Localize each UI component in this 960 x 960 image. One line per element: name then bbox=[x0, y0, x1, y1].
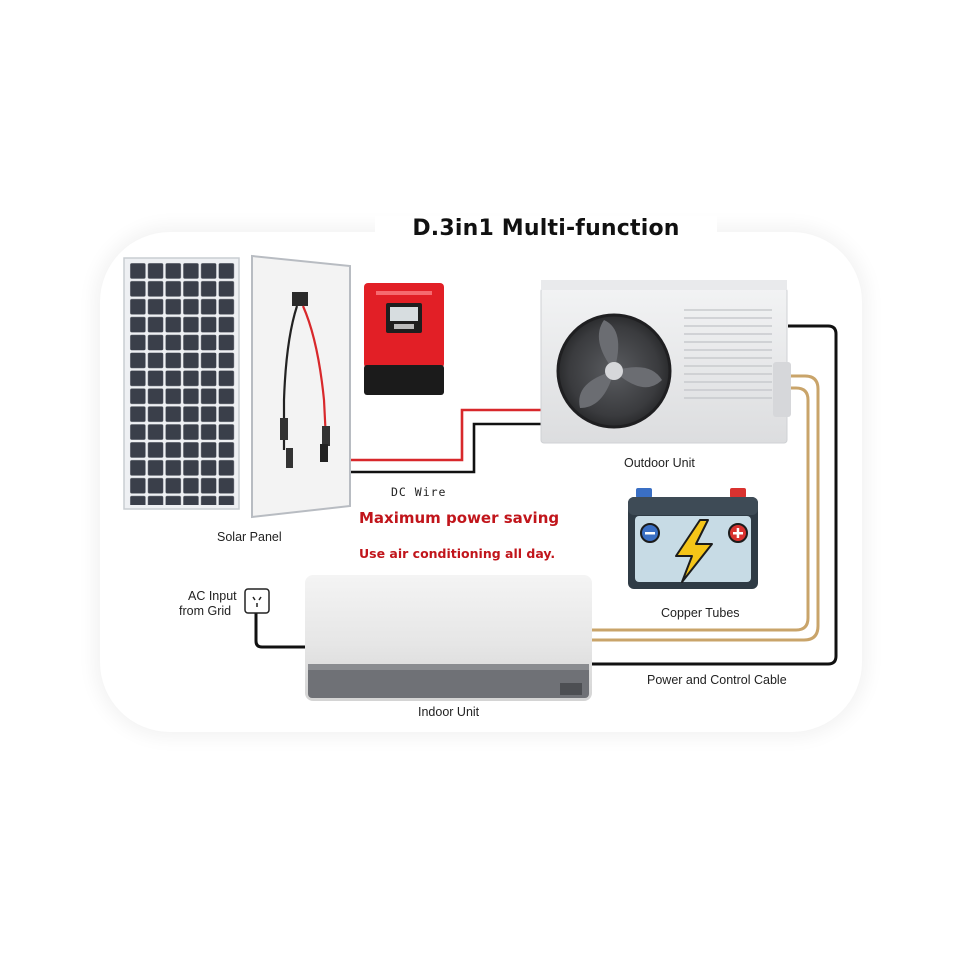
power-control-cable bbox=[254, 324, 838, 666]
label-power-cable: Power and Control Cable bbox=[647, 673, 787, 687]
label-outdoor-unit: Outdoor Unit bbox=[624, 456, 695, 470]
copper-tubes bbox=[592, 374, 820, 642]
label-dc-wire: DC Wire bbox=[391, 485, 447, 499]
subline-all-day: Use air conditioning all day. bbox=[359, 546, 556, 561]
indoor-unit-icon bbox=[305, 575, 592, 701]
diagram-title: D.3in1 Multi-function bbox=[375, 216, 717, 241]
label-solar-panel: Solar Panel bbox=[217, 530, 282, 544]
outdoor-unit-fan-icon bbox=[540, 280, 791, 444]
solar-panel-back bbox=[251, 254, 351, 519]
label-copper-tubes: Copper Tubes bbox=[661, 606, 740, 620]
dc-wire bbox=[290, 408, 542, 474]
label-ac-input-line1: AC Input bbox=[188, 589, 237, 603]
solar-panel-icon bbox=[123, 257, 240, 510]
headline-power-saving: Maximum power saving bbox=[359, 509, 560, 527]
lightning-icon bbox=[675, 519, 713, 583]
label-indoor-unit: Indoor Unit bbox=[418, 705, 480, 719]
power-socket-icon bbox=[244, 588, 270, 614]
label-ac-input-line2: from Grid bbox=[179, 604, 232, 618]
charge-controller-icon bbox=[364, 283, 444, 395]
